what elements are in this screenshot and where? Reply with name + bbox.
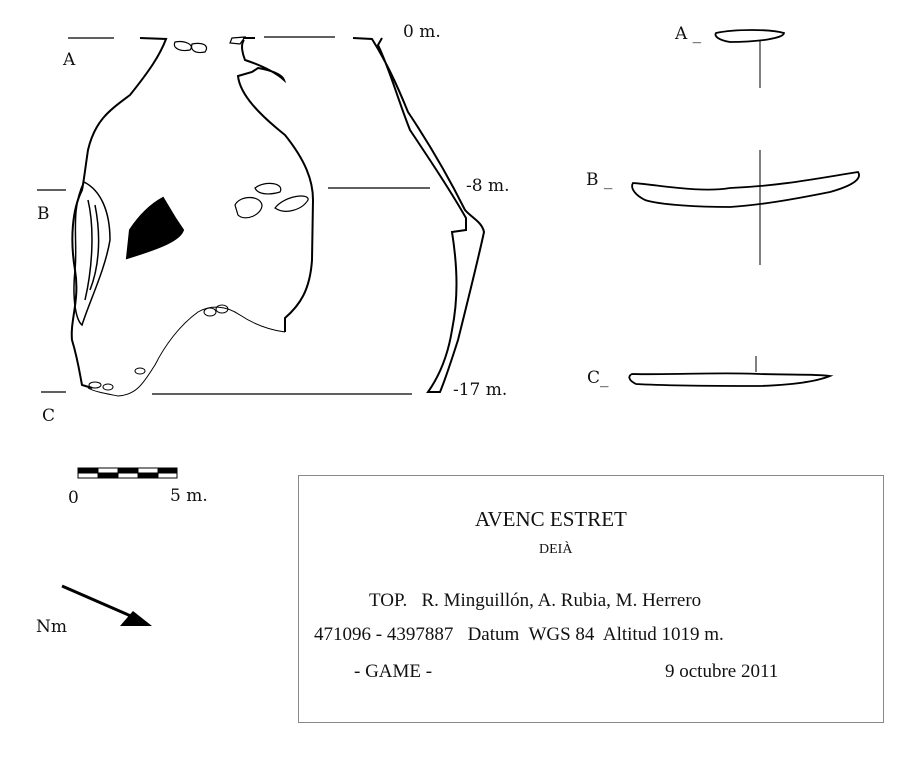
block [173,36,247,54]
plan-label-c: C [42,406,56,426]
plan-ledge [73,180,111,327]
plan-blocks-right [234,182,309,219]
section-label-a: A _ [675,24,702,44]
depth-17: -17 m. [453,380,508,400]
plan-section-lines [37,36,430,395]
scale-bar [77,467,178,479]
cave-title: AVENC ESTRET [475,507,627,531]
scale-start: 0 [68,488,79,508]
title-block: AVENC ESTRET DEIÀ TOP. R. Minguillón, A.… [298,475,884,723]
depth-0: 0 m. [403,22,441,42]
section-b [631,171,860,208]
plan-shaft-dark [125,196,185,260]
north-label: Nm [36,617,67,637]
surveyors: TOP. R. Minguillón, A. Rubia, M. Herrero [369,590,702,611]
plan-outline-right [236,37,315,332]
section-a [714,29,785,43]
depth-8: -8 m. [466,176,510,196]
section-c [628,372,834,387]
profile-outline [352,37,486,393]
group: - GAME - [354,661,433,682]
plan-label-b: B [37,204,50,224]
section-label-b: B _ [586,170,613,190]
coordinates: 471096 - 4397887 Datum WGS 84 Altitud 10… [314,624,724,645]
north-arrow-icon [61,584,152,626]
plan-label-a: A [63,50,76,70]
plan-floor-outline [87,306,286,397]
municipality: DEIÀ [539,542,573,557]
scale-end: 5 m. [170,486,208,506]
plan-floor-pebbles [88,304,229,391]
plan-outline-left [70,37,168,389]
survey-date: 9 octubre 2011 [665,661,779,682]
section-label-c: C_ [587,368,609,388]
